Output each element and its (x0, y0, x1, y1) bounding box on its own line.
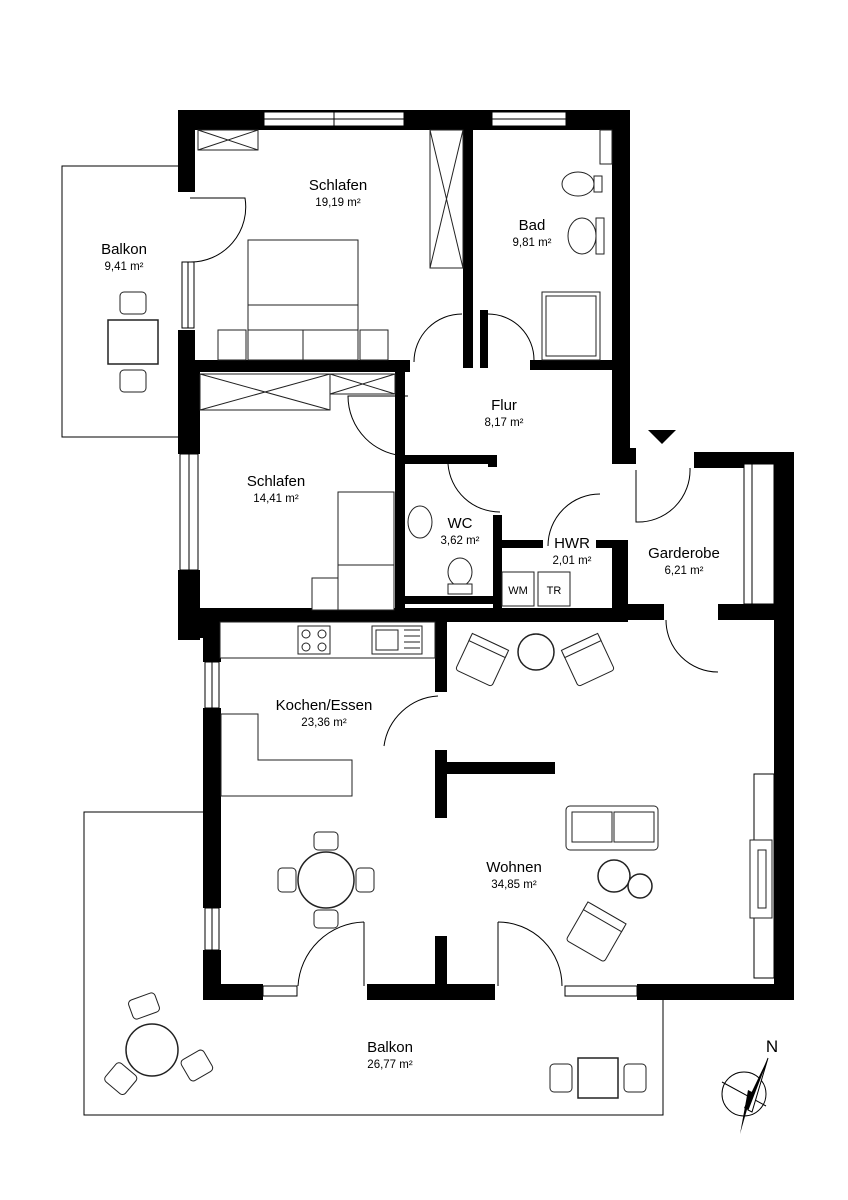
compass-icon (721, 1057, 769, 1134)
furniture-kitchen (219, 621, 436, 929)
furniture-bad (541, 129, 613, 361)
furniture-wohnen (455, 632, 773, 962)
balcony-south-outline (83, 811, 664, 1116)
furniture-schlafen1 (197, 129, 464, 361)
room-name-balkon-west: Balkon (101, 241, 147, 258)
doors (189, 197, 719, 987)
room-name-hwr: HWR (554, 535, 590, 552)
furniture-balkon-south (104, 992, 647, 1099)
furniture-balkon-west (107, 291, 159, 393)
room-area-garderobe: 6,21 m² (665, 565, 704, 577)
dryer-label: TR (547, 585, 562, 597)
furniture-schlafen2 (199, 373, 396, 611)
room-area-wc: 3,62 m² (441, 535, 480, 547)
room-area-kochen: 23,36 m² (301, 717, 347, 729)
dryer (537, 571, 571, 607)
washer (501, 571, 535, 607)
room-area-balkon-south: 26,77 m² (367, 1059, 413, 1071)
room-labels: Schlafen 19,19 m² Bad 9,81 m² Balkon 9,4… (101, 177, 778, 1071)
room-name-wohnen: Wohnen (486, 859, 542, 876)
room-area-bad: 9,81 m² (513, 237, 552, 249)
room-name-kochen: Kochen/Essen (276, 697, 373, 714)
washer-label: WM (508, 585, 528, 597)
room-name-schlafen1: Schlafen (309, 177, 367, 194)
room-area-schlafen2: 14,41 m² (253, 493, 299, 505)
room-area-flur: 8,17 m² (485, 417, 524, 429)
room-name-bad: Bad (519, 217, 546, 234)
room-name-balkon-south: Balkon (367, 1039, 413, 1056)
furniture-wc-hwr (407, 505, 571, 607)
room-area-wohnen: 34,85 m² (491, 879, 537, 891)
room-area-schlafen1: 19,19 m² (315, 197, 361, 209)
balcony-west-outline (61, 165, 180, 438)
room-area-hwr: 2,01 m² (553, 555, 592, 567)
room-name-garderobe: Garderobe (648, 545, 720, 562)
entrance-arrow-icon (648, 430, 676, 444)
room-name-wc: WC (448, 515, 473, 532)
compass-north-label: N (766, 1037, 778, 1056)
walls (178, 110, 794, 1000)
room-name-flur: Flur (491, 397, 517, 414)
room-area-balkon-west: 9,41 m² (105, 261, 144, 273)
room-name-schlafen2: Schlafen (247, 473, 305, 490)
